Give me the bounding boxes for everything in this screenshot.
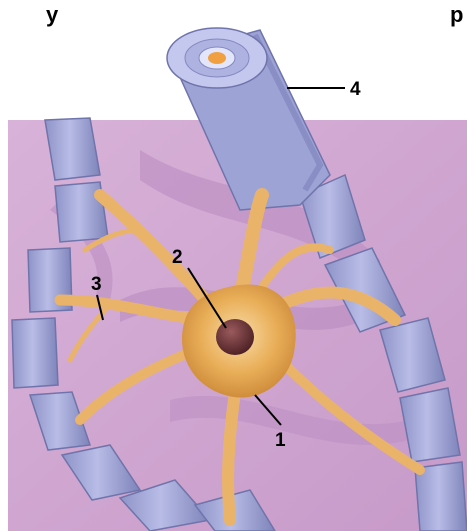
header-partial-right: p	[450, 2, 463, 27]
label-2: 2	[172, 247, 183, 268]
label-3: 3	[91, 274, 102, 295]
label-4: 4	[350, 79, 361, 100]
header-partial-left: y	[46, 2, 59, 27]
nucleus	[216, 319, 254, 355]
label-1: 1	[275, 430, 286, 451]
